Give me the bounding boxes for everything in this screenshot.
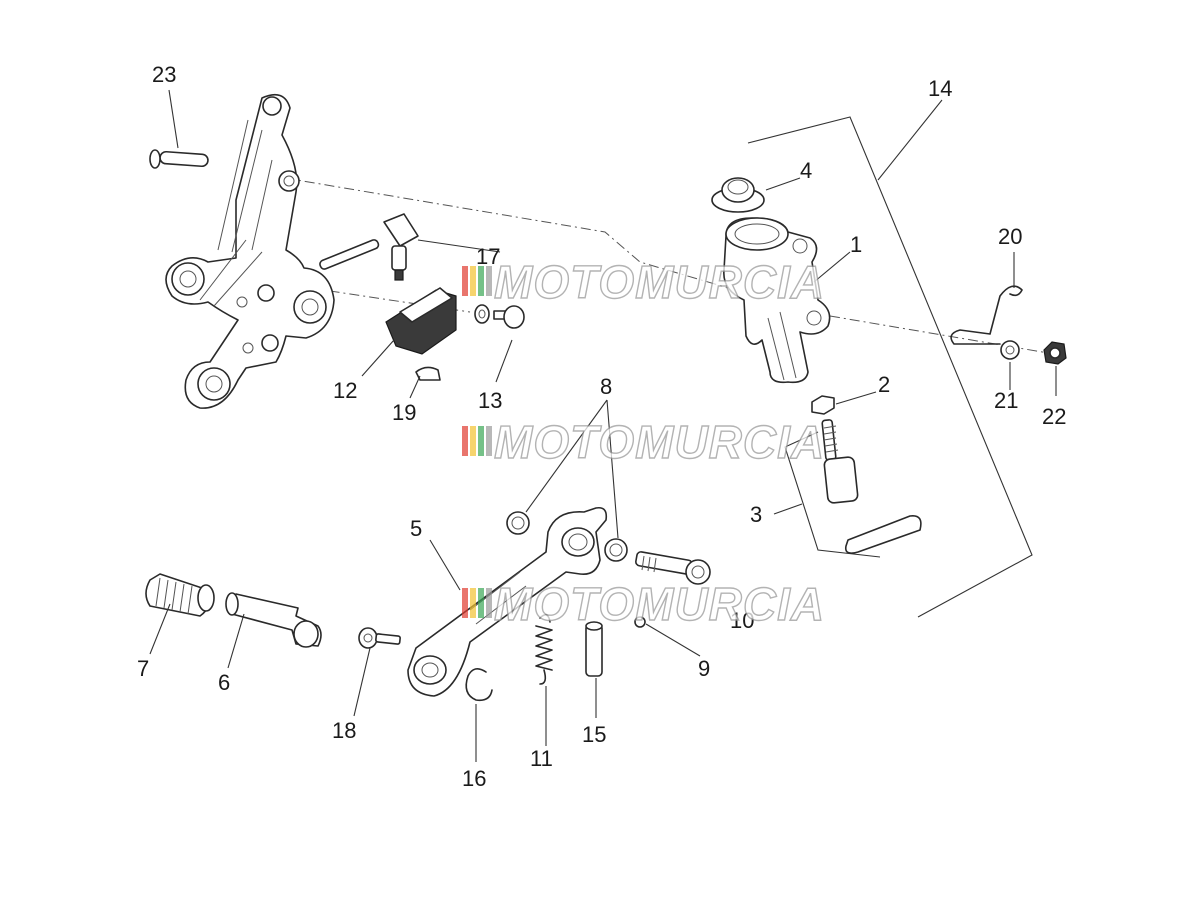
callout-7: 7 xyxy=(137,656,149,681)
leader-lines xyxy=(149,89,1057,762)
callout-23: 23 xyxy=(152,62,176,87)
part-10-pivot-bolt xyxy=(635,551,711,585)
watermark-top: MOTOMURCIA xyxy=(462,255,825,309)
watermark-middle: MOTOMURCIA xyxy=(462,415,825,469)
part-7-footpeg-rubber xyxy=(145,573,215,617)
part-11-spring xyxy=(535,614,553,685)
part-21-washer xyxy=(1000,340,1020,360)
watermark-bottom: MOTOMURCIA xyxy=(462,577,825,631)
callout-20: 20 xyxy=(998,224,1022,249)
callout-2: 2 xyxy=(878,372,890,397)
part-13-bolt xyxy=(474,304,525,329)
callout-8: 8 xyxy=(600,374,612,399)
watermark-text: MOTOMURCIA xyxy=(494,578,825,630)
callout-9: 9 xyxy=(698,656,710,681)
part-9-ball xyxy=(634,616,646,628)
part-16-circlip xyxy=(465,668,493,702)
callout-11: 11 xyxy=(530,746,553,771)
part-23-pin xyxy=(149,149,209,169)
callout-17: 17 xyxy=(476,244,500,269)
callout-13: 13 xyxy=(478,388,502,413)
part-17-sensor xyxy=(319,213,419,281)
callout-21: 21 xyxy=(994,388,1018,413)
group-bracket-14 xyxy=(747,116,1033,618)
part-20-clip xyxy=(950,285,1023,345)
callout-15: 15 xyxy=(582,722,606,747)
part-3-pushrod xyxy=(821,419,922,554)
callout-14: 14 xyxy=(928,76,952,101)
footrest-bracket xyxy=(165,93,335,409)
callout-5: 5 xyxy=(410,516,422,541)
part-15-pin xyxy=(585,621,603,677)
watermark-text: MOTOMURCIA xyxy=(494,256,825,308)
callout-12: 12 xyxy=(333,378,357,403)
part-4-reservoir-cap xyxy=(711,177,765,213)
callout-6: 6 xyxy=(218,670,230,695)
part-12-switch xyxy=(385,287,457,355)
part-6-footpeg-shaft xyxy=(225,592,322,648)
callout-19: 19 xyxy=(392,400,416,425)
watermark-text: MOTOMURCIA xyxy=(494,416,825,468)
callout-22: 22 xyxy=(1042,404,1066,429)
center-lines xyxy=(284,177,1061,356)
part-2-nut xyxy=(811,395,835,415)
callout-18: 18 xyxy=(332,718,356,743)
part-18-screw xyxy=(358,627,401,649)
callout-labels: 1 2 3 4 5 6 7 8 9 10 11 12 13 14 15 16 1… xyxy=(137,62,1066,791)
callout-16: 16 xyxy=(462,766,486,791)
part-8-o-rings xyxy=(506,511,628,562)
part-1-master-cylinder xyxy=(723,217,831,384)
callout-4: 4 xyxy=(800,158,812,183)
part-22-nut xyxy=(1043,341,1067,365)
part-19-tab-washer xyxy=(415,366,441,381)
callout-1: 1 xyxy=(850,232,862,257)
callout-3: 3 xyxy=(750,502,762,527)
callout-10: 10 xyxy=(730,608,754,633)
part-5-brake-pedal xyxy=(407,506,608,697)
